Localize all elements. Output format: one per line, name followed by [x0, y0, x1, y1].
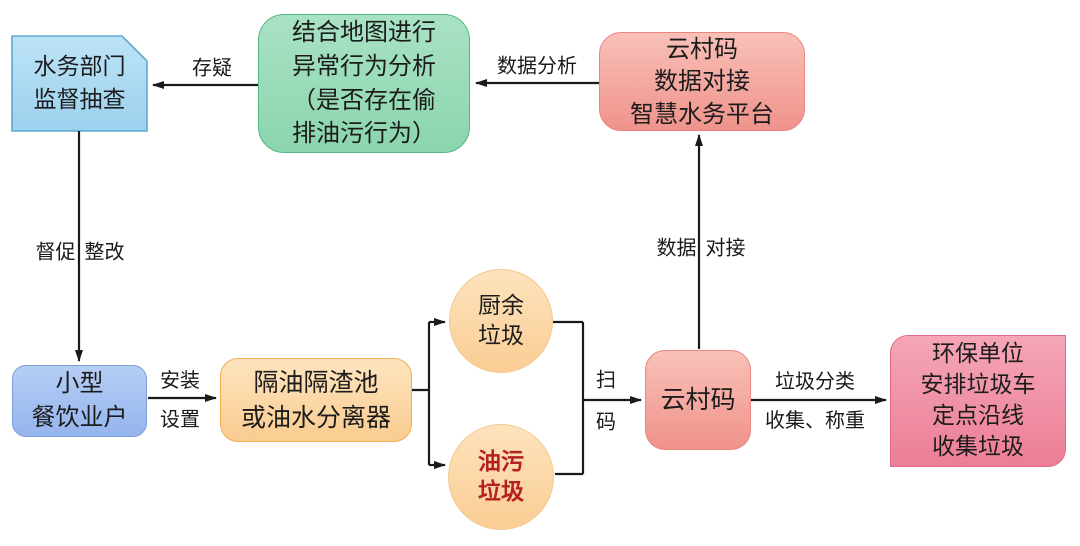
- node-text-line: 或油水分离器: [240, 403, 391, 432]
- node-text-line: 垃圾: [478, 323, 524, 349]
- node-oil-waste: 油污 垃圾: [448, 424, 554, 530]
- node-text-line: 小型: [55, 369, 104, 398]
- node-text-line: 收集垃圾: [932, 434, 1024, 461]
- node-kitchen-waste: 厨余 垃圾: [449, 269, 553, 373]
- node-small-restaurants: 小型 餐饮业户: [12, 365, 147, 437]
- node-text-line: 油污: [478, 448, 524, 475]
- node-map-analysis: 结合地图进行 异常行为分析 （是否存在偷 排油污行为）: [258, 14, 470, 153]
- node-text-line: 智慧水务平台: [630, 99, 774, 128]
- node-cloud-platform: 云村码 数据对接 智慧水务平台: [599, 32, 805, 131]
- edge-label-part: 整改: [84, 239, 125, 264]
- node-text-line: 监督抽查: [33, 86, 126, 113]
- node-text-line: （是否存在偷: [292, 85, 436, 114]
- node-text-line: 隔油隔渣池: [253, 367, 379, 397]
- edge-label-doubt: 存疑: [192, 55, 232, 80]
- edge-label-part: 垃圾分类: [775, 369, 855, 393]
- node-text-line: 安排垃圾车: [920, 371, 1036, 398]
- edge-label-part: 对接: [705, 235, 746, 260]
- edge-label-part: 扫: [596, 367, 616, 392]
- edge-label-supervise: 督促 整改: [36, 236, 125, 265]
- edge-label-install: 安装 设置: [160, 364, 200, 432]
- node-text-line: 厨余: [478, 292, 524, 319]
- edge-label-part: 码: [596, 409, 616, 434]
- node-text-line: 数据对接: [654, 67, 750, 96]
- edge-merge-stem: [553, 320, 585, 476]
- node-text-line: 垃圾: [478, 479, 524, 505]
- water-dept-shape: [11, 35, 148, 132]
- edge-label-collect: 垃圾分类 收集、称重: [765, 365, 865, 433]
- edge-label-part: 收集、称重: [765, 408, 865, 432]
- edge-label-data-connect: 数据 对接: [657, 232, 746, 261]
- node-text-line: 结合地图进行: [292, 18, 436, 47]
- node-env-unit: 环保单位 安排垃圾车 定点沿线 收集垃圾: [890, 335, 1066, 467]
- node-water-dept: 水务部门 监督抽查: [12, 36, 147, 131]
- edge-branch-stem: [412, 322, 431, 465]
- edge-label-part: 设置: [160, 407, 200, 431]
- node-text-line: 云村码: [660, 385, 736, 414]
- node-text-line: 水务部门: [33, 53, 126, 80]
- node-text-line: 餐饮业户: [31, 403, 128, 431]
- node-cloud-code: 云村码: [645, 350, 751, 450]
- node-text-line: 环保单位: [932, 340, 1024, 367]
- node-grease-trap: 隔油隔渣池 或油水分离器: [220, 358, 412, 442]
- node-text-line: 排油污行为）: [292, 119, 436, 148]
- node-text-line: 定点沿线: [932, 403, 1024, 429]
- edge-label-part: 数据: [656, 235, 697, 260]
- edge-label-scan: 扫 码: [596, 364, 616, 435]
- edge-label-part: 安装: [160, 368, 200, 392]
- edge-label-data-analysis: 数据分析: [497, 53, 577, 78]
- node-text-line: 异常行为分析: [292, 51, 436, 80]
- edge-label-part: 督促: [35, 239, 76, 264]
- node-text-line: 云村码: [666, 34, 738, 63]
